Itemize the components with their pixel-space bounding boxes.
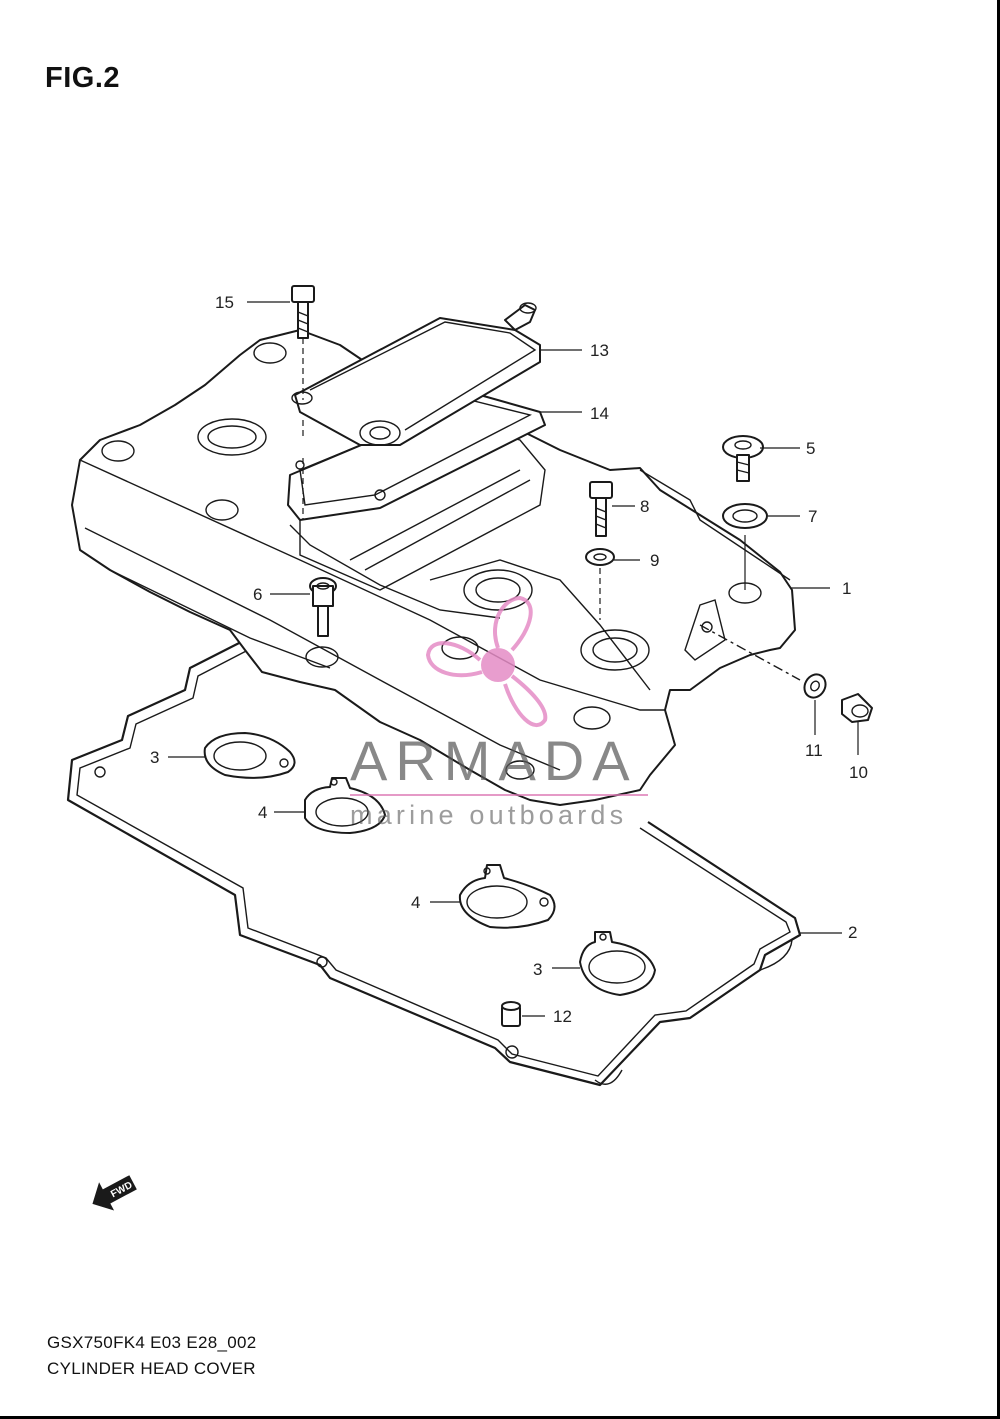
leader-lines — [168, 301, 859, 1017]
washer-9 — [585, 548, 615, 620]
grommet-7 — [722, 503, 768, 590]
cylinder-head-cover — [71, 329, 796, 806]
callout-9: 9 — [650, 551, 659, 570]
dowel-12 — [501, 1001, 521, 1027]
callout-6: 6 — [253, 585, 262, 604]
bolt-15 — [291, 285, 315, 520]
callout-1: 1 — [842, 579, 851, 598]
callout-8: 8 — [640, 497, 649, 516]
callout-2: 2 — [848, 923, 857, 942]
callout-10: 10 — [849, 763, 868, 782]
callout-4b: 4 — [411, 893, 420, 912]
callout-14: 14 — [590, 404, 609, 423]
callout-11: 11 — [805, 741, 823, 760]
callout-7: 7 — [808, 507, 817, 526]
propeller-logo — [425, 595, 548, 728]
callout-5: 5 — [806, 439, 815, 458]
head-cover-gasket — [66, 639, 802, 1087]
breather-cover — [291, 302, 541, 446]
callout-15: 15 — [215, 293, 234, 312]
plug-10-washer-11 — [699, 624, 873, 723]
callout-labels: 1 2 3 3 4 4 5 6 7 8 9 10 11 12 13 14 15 — [150, 293, 868, 1026]
callout-3a: 3 — [150, 748, 159, 767]
watermark-tagline: marine outboards — [350, 800, 628, 830]
seal-rings — [203, 732, 656, 996]
diagram-code: GSX750FK4 E03 E28_002 — [47, 1333, 257, 1352]
bolt-6 — [309, 577, 337, 637]
callout-3b: 3 — [533, 960, 542, 979]
callout-12: 12 — [553, 1007, 572, 1026]
figure-title: FIG.2 — [45, 62, 121, 94]
callout-4a: 4 — [258, 803, 267, 822]
watermark-name: ARMADA — [350, 729, 638, 792]
callout-13: 13 — [590, 341, 609, 360]
diagram-name: CYLINDER HEAD COVER — [47, 1359, 256, 1378]
grommet-5 — [722, 435, 764, 482]
forward-arrow-icon: FWD — [92, 1175, 137, 1211]
watermark-rule — [350, 794, 648, 796]
bolt-8 — [589, 481, 613, 537]
